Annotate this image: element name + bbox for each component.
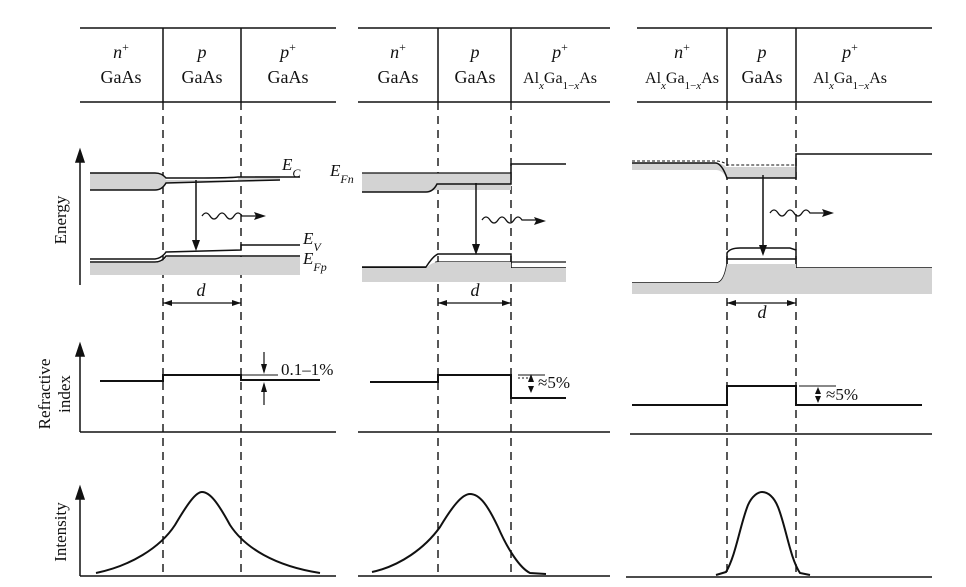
boundary-guides: [162, 102, 797, 578]
panel-1-layer-3-label: p+: [278, 40, 296, 62]
panel-2-refractive-index: [358, 374, 610, 433]
panel-2-band-diagram: EFn d: [329, 161, 566, 306]
panel-1-band-diagram: EC EV EFp d: [90, 155, 327, 306]
panel-2-layer-3-material: AlxGa1−xAs: [523, 70, 597, 92]
panel-2-layer-3-label: p+: [550, 40, 568, 62]
panel-2-layer-1-material: GaAs: [378, 67, 419, 87]
energy-axis-label: Energy: [51, 195, 70, 244]
panel-2-intensity-curve: [371, 492, 547, 575]
panel-3-layer-2-label: p: [756, 42, 767, 62]
panel-3-layer-3-material: AlxGa1−xAs: [813, 70, 887, 92]
panel-3-intensity-curve: [715, 490, 811, 576]
left-axes: [74, 147, 336, 577]
panel-2-layer-labels: n+ GaAs p GaAs p+ AlxGa1−xAs: [378, 40, 597, 92]
panel-3-refractive-index: [630, 385, 932, 435]
panel-3-width-label: d: [758, 302, 768, 322]
panel-2-width-label: d: [471, 280, 481, 300]
panel-1-layer-1-material: GaAs: [101, 67, 142, 87]
panel-3-layer-1-label: n+: [674, 40, 690, 62]
panel-1-width-label: d: [197, 280, 207, 300]
panel-1-layer-labels: n+ GaAs p GaAs p+ GaAs: [101, 40, 309, 87]
panel-2-layer-2-label: p: [469, 42, 480, 62]
panel-3-layer-labels: n+ AlxGa1−xAs p GaAs p+ AlxGa1−xAs: [645, 40, 887, 92]
refractive-axis-label-2: index: [55, 375, 74, 413]
panel-3-layer-3-label: p+: [840, 40, 858, 62]
panel-1-intensity-curve: [95, 490, 321, 574]
panel-3-index-step-label: ≈5%: [826, 385, 858, 404]
panel-1-layer-2-material: GaAs: [182, 67, 223, 87]
panel-2-layer-2-material: GaAs: [455, 67, 496, 87]
panel-3-band-diagram: d: [632, 153, 932, 322]
layer-boxes: [80, 27, 932, 103]
refractive-axis-label-1: Refractive: [35, 359, 54, 430]
panel-3-layer-2-material: GaAs: [742, 67, 783, 87]
panel-3-layer-1-material: AlxGa1−xAs: [645, 70, 719, 92]
panel-1-layer-1-label: n+: [113, 40, 129, 62]
efp-label: EFp: [302, 249, 327, 274]
panel-1-layer-3-material: GaAs: [268, 67, 309, 87]
intensity-axis-label: Intensity: [51, 502, 70, 562]
ev-label: EV: [302, 229, 322, 254]
panel-1-index-step-label: 0.1–1%: [281, 360, 333, 379]
ec-label: EC: [281, 155, 301, 180]
panel-2-layer-1-label: n+: [390, 40, 406, 62]
panel-1-refractive-index: [100, 352, 320, 405]
panel-1-layer-2-label: p: [196, 42, 207, 62]
panel-2-index-step-label: ≈5%: [538, 373, 570, 392]
efn-label: EFn: [329, 161, 354, 186]
